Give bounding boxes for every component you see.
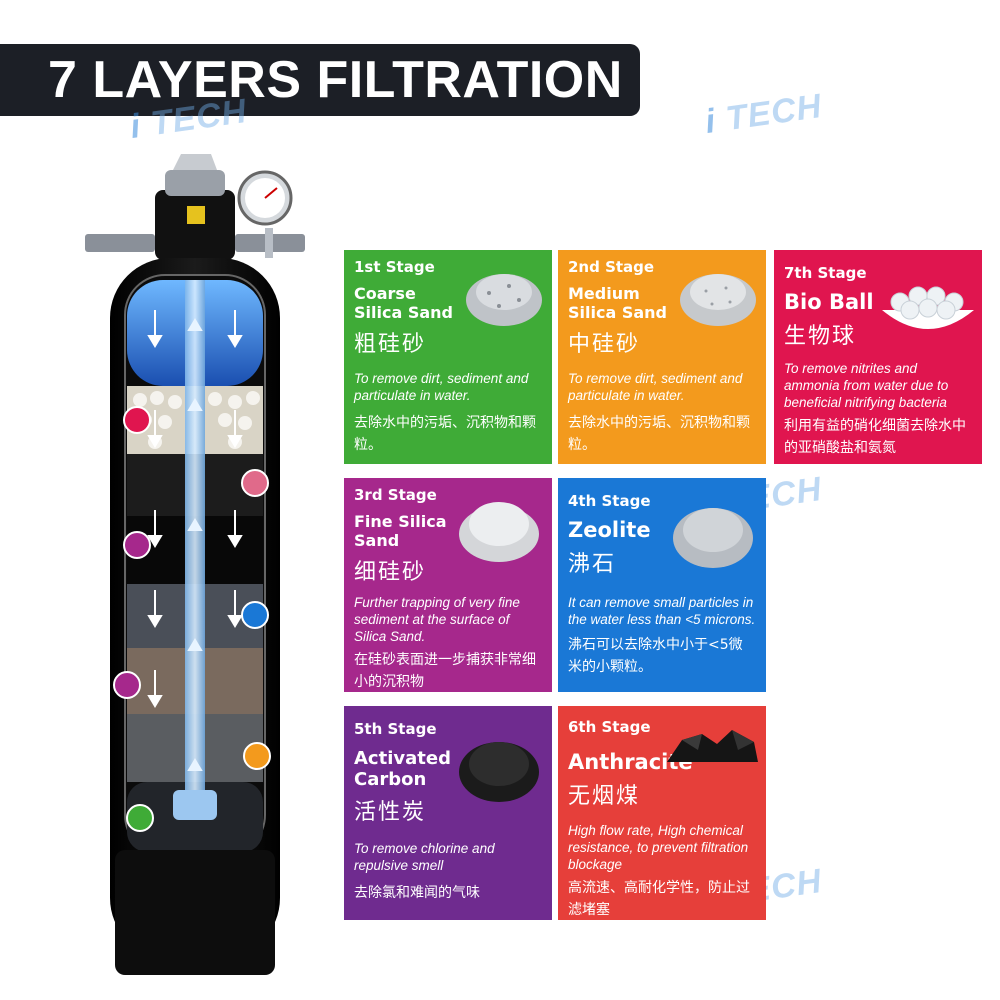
stage-name-cn: 活性炭 [354,800,427,825]
stage-description: High flow rate, High chemical resistance… [568,823,749,872]
stage-card-4: 4th Stage Zeolite 沸石 It can remove small… [558,478,766,692]
brand-watermark: i TECH [702,87,825,141]
stage-name: Activated Carbon [354,748,451,790]
stage-name: Fine Silica Sand [354,512,447,550]
stage-card-1: 1st Stage Coarse Silica Sand 粗硅砂 To remo… [344,250,552,464]
stage-number: 2nd Stage [568,258,655,276]
stage-name: Coarse Silica Sand [354,284,453,322]
stage-card-7: 7th Stage Bio Ball 生物球 To remove nitrite… [774,250,982,464]
medium-sand-icon [680,274,756,326]
activated-carbon-icon [459,742,539,802]
stage-name-cn: 粗硅砂 [354,332,427,357]
bio-ball-icon [882,286,974,329]
zeolite-icon [673,508,753,568]
stage-description: To remove dirt, sediment and particulate… [354,371,529,403]
stage-number: 1st Stage [354,258,435,276]
anthracite-icon [667,730,758,762]
stage-card-3: 3rd Stage Fine Silica Sand 细硅砂 Further t… [344,478,552,692]
stage-description: It can remove small particles in the wat… [568,595,756,627]
stage-description-cn: 沸石可以去除水中小于<5微米的小颗粒。 [568,637,743,675]
stage-name-cn: 生物球 [784,324,857,349]
stage-description-cn: 去除水中的污垢、沉积物和颗粒。 [568,415,750,453]
stage-number: 6th Stage [568,718,651,736]
stage-name-cn: 沸石 [568,552,617,577]
fine-sand-icon [459,502,539,562]
stage-number: 7th Stage [784,264,867,282]
stage-name-cn: 无烟煤 [568,784,641,809]
stage-card-2: 2nd Stage Medium Silica Sand 中硅砂 To remo… [558,250,766,464]
stage-name: Bio Ball [784,290,874,314]
stage-description: To remove nitrites and ammonia from wate… [784,361,949,410]
stage-description: To remove chlorine and repulsive smell [354,841,495,873]
stage-number: 5th Stage [354,720,437,738]
stage-description-cn: 在硅砂表面进一步捕获非常细小的沉积物 [354,652,536,690]
stage-description-cn: 利用有益的硝化细菌去除水中的亚硝酸盐和氨氮 [784,418,966,456]
stage-description: To remove dirt, sediment and particulate… [568,371,743,403]
coarse-sand-icon [466,274,542,326]
banner-title: 7 LAYERS FILTRATION [0,44,640,116]
stage-description-cn: 高流速、高耐化学性，防止过滤堵塞 [568,880,750,918]
stage-markers [113,406,271,832]
stage-card-5: 5th Stage Activated Carbon 活性炭 To remove… [344,706,552,920]
stage-description-cn: 去除氯和难闻的气味 [354,885,480,901]
stage-name-cn: 中硅砂 [568,332,641,357]
stage-name: Medium Silica Sand [568,284,667,322]
filter-tank-illustration [85,150,305,980]
stage-name: Zeolite [568,518,651,542]
stage-number: 3rd Stage [354,486,437,504]
stage-number: 4th Stage [568,492,651,510]
stage-description: Further trapping of very fine sediment a… [354,595,520,644]
stage-name-cn: 细硅砂 [354,560,427,585]
stage-card-6: 6th Stage Anthracite 无烟煤 High flow rate,… [558,706,766,920]
stage-description-cn: 去除水中的污垢、沉积物和颗粒。 [354,415,536,453]
